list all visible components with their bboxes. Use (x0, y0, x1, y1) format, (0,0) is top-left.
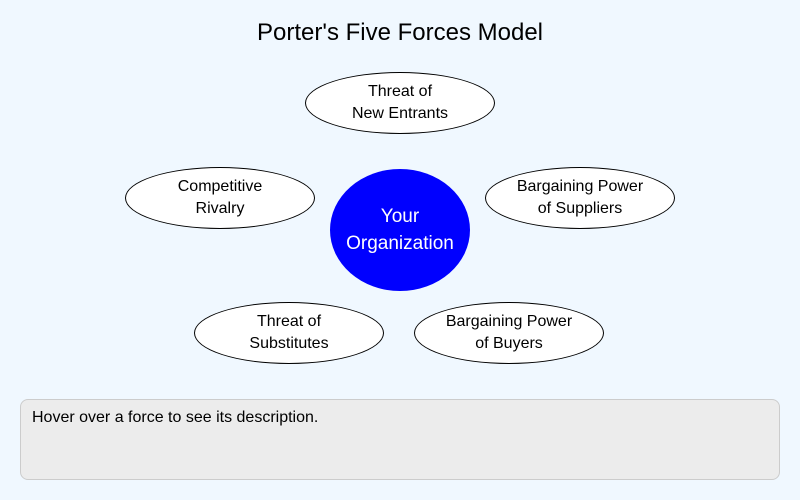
force-label-line: Bargaining Power (516, 178, 644, 195)
center-organization-circle: Your Organization (330, 169, 470, 291)
center-label-line: Your (380, 206, 420, 227)
force-label-line: of Buyers (475, 335, 543, 352)
center-label-line: Organization (346, 233, 454, 254)
force-label-line: Threat of (256, 313, 322, 330)
force-label-line: Competitive (177, 178, 263, 195)
force-bargaining-power-of-suppliers[interactable]: Bargaining Power of Suppliers (485, 167, 675, 229)
page-title: Porter's Five Forces Model (257, 19, 543, 46)
force-label-line: Substitutes (249, 335, 329, 352)
description-panel: Hover over a force to see its descriptio… (20, 399, 780, 480)
description-text: Hover over a force to see its descriptio… (32, 409, 319, 426)
force-competitive-rivalry[interactable]: Competitive Rivalry (125, 167, 315, 229)
force-label-line: Bargaining Power (445, 313, 573, 330)
force-label-line: of Suppliers (537, 200, 623, 217)
force-label-line: New Entrants (351, 105, 449, 122)
force-threat-of-substitutes[interactable]: Threat of Substitutes (194, 302, 384, 364)
force-threat-of-new-entrants[interactable]: Threat of New Entrants (305, 72, 495, 134)
force-label-line: Rivalry (195, 200, 245, 217)
force-label-line: Threat of (367, 83, 433, 100)
force-bargaining-power-of-buyers[interactable]: Bargaining Power of Buyers (414, 302, 604, 364)
